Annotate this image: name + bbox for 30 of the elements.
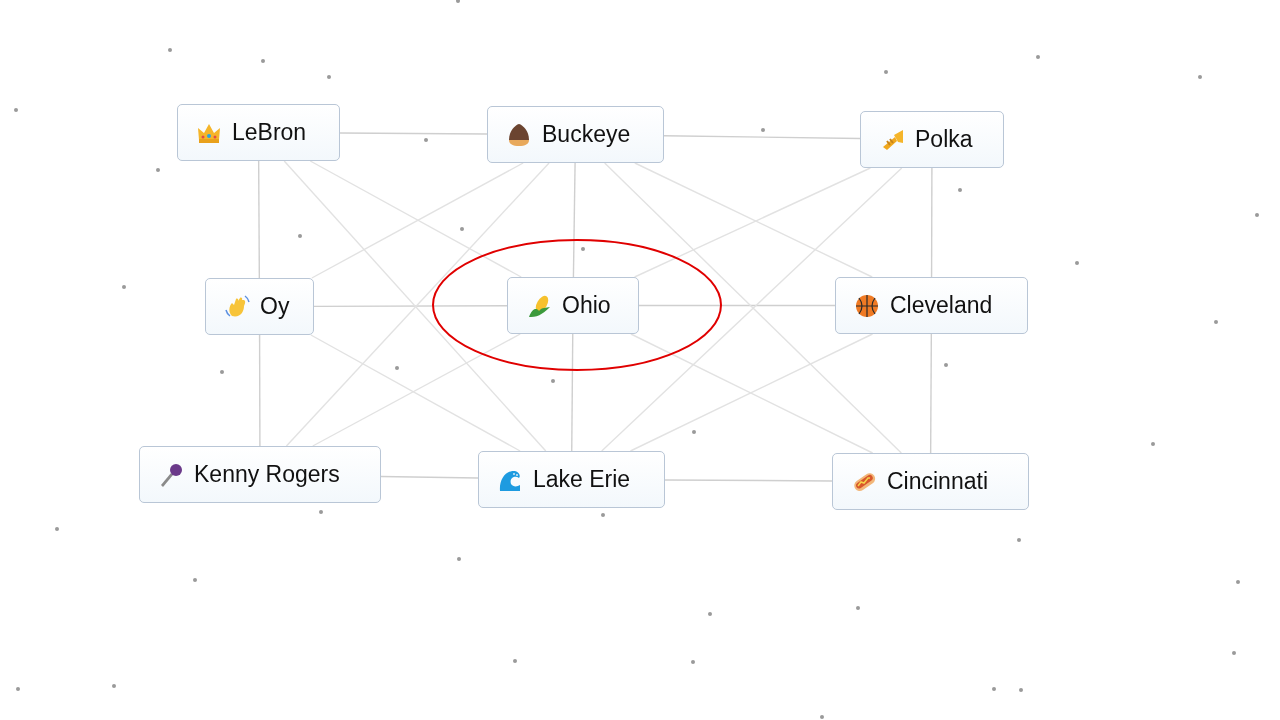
connector-line xyxy=(257,160,261,279)
element-card xyxy=(860,111,1004,168)
element-name: Oy xyxy=(260,293,290,320)
connector-line xyxy=(572,162,576,278)
connector-line xyxy=(571,333,574,452)
connector-line xyxy=(930,167,933,278)
element-name: LeBron xyxy=(232,119,307,146)
connector-line xyxy=(313,305,508,308)
connector-line xyxy=(929,333,933,454)
connector-line xyxy=(663,135,861,140)
element-name: Buckeye xyxy=(542,121,631,148)
element-card xyxy=(507,277,639,334)
connector-line xyxy=(638,304,836,307)
element-card xyxy=(205,278,314,335)
element-name: Cincinnati xyxy=(887,468,988,495)
connector-line xyxy=(380,475,479,479)
element-name: Ohio xyxy=(562,292,611,319)
element-card xyxy=(832,453,1029,510)
element-card xyxy=(177,104,340,161)
element-name: Cleveland xyxy=(890,292,993,319)
element-name: Kenny Rogers xyxy=(194,461,340,488)
element-card xyxy=(139,446,381,503)
connector-line xyxy=(258,334,261,447)
element-card xyxy=(478,451,665,508)
element-name: Lake Erie xyxy=(533,466,631,493)
connector-line xyxy=(664,479,833,482)
connector-line xyxy=(339,132,488,135)
element-card xyxy=(835,277,1028,334)
element-card xyxy=(487,106,664,163)
element-name: Polka xyxy=(915,126,973,153)
